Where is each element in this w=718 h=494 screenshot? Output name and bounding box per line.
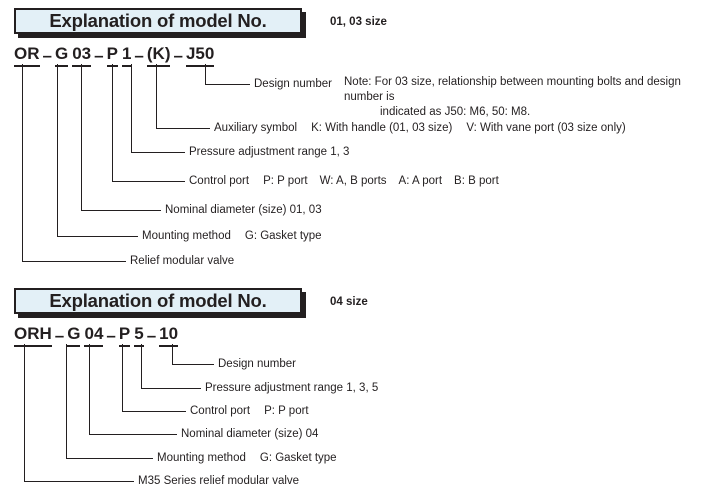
leader-v-auxiliary-symbol (156, 64, 157, 128)
leader-v-nominal-diameter (81, 64, 82, 210)
model-seg-series-04: ORH (14, 324, 52, 347)
annotation-control-port-04-label: Control port (190, 405, 251, 417)
leader-h-control-port-04 (122, 411, 186, 412)
annotation-control-port-label: Control port (189, 175, 250, 187)
leader-h-design-number-04 (172, 364, 214, 365)
leader-v-relief-valve-04 (24, 344, 25, 481)
model-seg-pressure: 1 (121, 44, 132, 67)
note-line-2: indicated as J50: M6, 50: M8. (380, 106, 531, 118)
model-seg-aux: (K) (146, 44, 171, 67)
header-banner-01-03: Explanation of model No. (14, 8, 306, 38)
banner-title: Explanation of model No. (49, 10, 267, 31)
annotation-mounting-method-value: G: Gasket type (244, 230, 322, 242)
banner-box-04: Explanation of model No. (14, 288, 302, 314)
leader-v-relief-valve (22, 64, 23, 261)
leader-v-design-number (205, 64, 206, 84)
leader-v-mounting-method-04 (66, 344, 67, 458)
model-seg-design-04: 10 (159, 324, 179, 347)
annotation-mounting-method: Mounting method G: Gasket type (142, 230, 322, 243)
annotation-nominal-diameter-04: Nominal diameter (size) 04 (181, 428, 319, 440)
annotation-control-port-value-w: W: A, B ports (319, 175, 387, 187)
annotation-design-number: Design number (254, 78, 332, 90)
size-label-04: 04 size (330, 296, 368, 308)
model-seg-pressure-04: 5 (134, 324, 144, 347)
model-seg-size-04: 04 (84, 324, 104, 347)
annotation-mounting-method-04-label: Mounting method (157, 452, 246, 464)
leader-h-nominal-diameter (81, 210, 161, 211)
leader-v-pressure-range (131, 64, 132, 152)
leader-h-nominal-diameter-04 (89, 434, 177, 435)
leader-v-mounting-method (57, 64, 58, 236)
annotation-pressure-range-04: Pressure adjustment range 1, 3, 5 (205, 382, 379, 394)
annotation-control-port-value-a: A: A port (398, 175, 443, 187)
annotation-relief-valve-04: M35 Series relief modular valve (138, 475, 300, 487)
leader-h-pressure-range-04 (141, 388, 201, 389)
annotation-nominal-diameter: Nominal diameter (size) 01, 03 (165, 204, 322, 216)
annotation-mounting-method-label: Mounting method (142, 230, 231, 242)
annotation-auxiliary-symbol: Auxiliary symbol K: With handle (01, 03 s… (214, 122, 626, 135)
banner-box: Explanation of model No. (14, 8, 302, 34)
leader-h-auxiliary-symbol (156, 128, 210, 129)
annotation-control-port-04: Control port P: P port (190, 405, 309, 418)
annotation-control-port-value-b: B: B port (454, 175, 499, 187)
model-seg-mounting: G (54, 44, 69, 67)
leader-h-pressure-range (131, 152, 185, 153)
leader-h-relief-valve-04 (24, 481, 134, 482)
annotation-auxiliary-symbol-value-k: K: With handle (01, 03 size) (311, 122, 453, 134)
model-seg-port-04: P (118, 324, 131, 347)
annotation-relief-valve: Relief modular valve (130, 255, 235, 267)
leader-v-control-port-04 (122, 344, 123, 411)
model-seg-mounting-04: G (67, 324, 81, 347)
leader-v-design-number-04 (172, 344, 173, 364)
annotation-control-port-value-p: P: P port (263, 175, 308, 187)
note-design-number: Note: For 03 size, relationship between … (344, 75, 718, 120)
annotation-mounting-method-04-value: G: Gasket type (259, 452, 337, 464)
annotation-control-port: Control port P: P port W: A, B ports A: A p… (189, 175, 499, 188)
model-seg-series: OR (14, 44, 40, 67)
leader-v-pressure-range-04 (141, 344, 142, 388)
leader-h-design-number (205, 84, 250, 85)
leader-h-mounting-method (57, 236, 138, 237)
annotation-design-number-04: Design number (218, 358, 296, 370)
annotation-auxiliary-symbol-value-v: V: With vane port (03 size only) (466, 122, 626, 134)
annotation-auxiliary-symbol-label: Auxiliary symbol (214, 122, 298, 134)
annotation-mounting-method-04: Mounting method G: Gasket type (157, 452, 337, 465)
header-banner-04: Explanation of model No. (14, 288, 306, 318)
annotation-control-port-04-value: P: P port (264, 405, 309, 417)
annotation-pressure-range: Pressure adjustment range 1, 3 (189, 146, 350, 158)
leader-v-control-port (112, 64, 113, 181)
leader-h-relief-valve (22, 261, 126, 262)
leader-h-control-port (112, 181, 185, 182)
leader-v-nominal-diameter-04 (89, 344, 90, 434)
model-seg-design: J50 (185, 44, 215, 67)
note-line-1: Note: For 03 size, relationship between … (344, 76, 681, 103)
banner-title-04: Explanation of model No. (49, 290, 267, 311)
size-label-01-03: 01, 03 size (330, 16, 387, 28)
leader-h-mounting-method-04 (66, 458, 153, 459)
